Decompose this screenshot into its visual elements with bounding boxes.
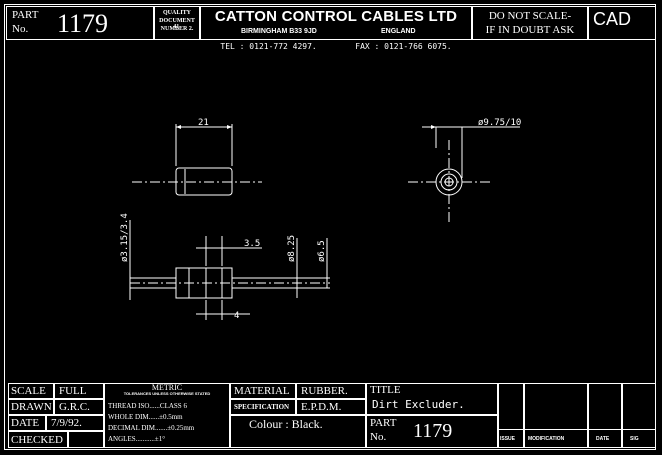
drawn-label-cell: DRAWN: [8, 399, 54, 415]
technical-drawing: 21 ø9.75/10 3.5 4 ø3.15/3.4 ø8.25 ø6.5: [120, 118, 521, 321]
drawn-label: DRAWN: [11, 401, 52, 413]
title-label: TITLE: [370, 384, 401, 396]
company-city: BIRMINGHAM B33 9JD: [241, 28, 317, 35]
specification-label: SPECIFICATION: [234, 403, 290, 411]
cad-box: CAD: [588, 6, 656, 40]
material-value: RUBBER.: [301, 385, 348, 397]
diameter-dim-label: ø9.75/10: [478, 118, 521, 128]
checked-label-cell: CHECKED: [8, 431, 68, 448]
drawing-frame: [4, 4, 656, 450]
revision-sig-col: SIG: [622, 383, 656, 448]
part-number: 1179: [57, 9, 109, 38]
metric-tolerance-box: METRIC TOLERANCES UNLESS OTHERWISE STATE…: [104, 383, 230, 448]
specification-value: E.P.D.M.: [301, 401, 342, 413]
cad-label: CAD: [593, 9, 632, 29]
revision-modification-col: MODIFICATION: [524, 383, 588, 448]
specification-value-cell: E.P.D.M.: [296, 399, 366, 415]
colour-cell: Colour : Black.: [230, 415, 366, 448]
revision-issue-col: ISSUE: [498, 383, 524, 448]
thread-line: THREAD ISO......CLASS 6: [108, 402, 187, 410]
date-value-cell: 7/9/92.: [46, 415, 104, 431]
specification-label-cell: SPECIFICATION: [230, 399, 296, 415]
whole-dim-line: WHOLE DIM......±0.5mm: [108, 413, 183, 421]
scale-label-cell: SCALE: [8, 383, 54, 399]
colour-value: Colour : Black.: [249, 417, 323, 431]
title-cell: TITLE Dirt Excluder.: [366, 383, 498, 415]
checked-label: CHECKED: [11, 434, 63, 446]
metric-sub: TOLERANCES UNLESS OTHERWISE STATED: [123, 391, 211, 396]
revision-header-rule: [498, 429, 656, 430]
company-name: CATTON CONTROL CABLES LTD: [214, 8, 458, 25]
scale-label: SCALE: [11, 385, 46, 397]
drawn-value: G.R.C.: [59, 401, 90, 413]
title-part-number: 1179: [413, 420, 453, 442]
length-dim-label: 21: [198, 118, 209, 128]
quality-line-3: NUMBER 2.: [160, 26, 194, 32]
depth-dim-label: 4: [234, 311, 239, 321]
date-label-cell: DATE: [8, 415, 46, 431]
material-label: MATERIAL: [234, 385, 290, 397]
step-dim-label: 3.5: [244, 239, 260, 249]
decimal-dim-line: DECIMAL DIM.......±0.25mm: [108, 424, 195, 432]
warning-box: DO NOT SCALE- IF IN DOUBT ASK: [472, 6, 588, 40]
title-value: Dirt Excluder.: [372, 398, 465, 411]
metric-label: METRIC: [151, 383, 183, 392]
modification-label: MODIFICATION: [528, 436, 565, 442]
date-label: DATE: [11, 417, 40, 429]
sig-label: SIG: [630, 436, 639, 442]
part-label: PART: [12, 9, 39, 21]
date-value: 7/9/92.: [51, 417, 82, 429]
drawn-value-cell: G.R.C.: [54, 399, 104, 415]
material-label-cell: MATERIAL: [230, 383, 296, 399]
no-label: No.: [12, 23, 29, 35]
part-cell: PART No. 1179: [366, 415, 498, 448]
d1-dim-label: ø8.25: [287, 235, 297, 262]
title-no-label: No.: [370, 431, 387, 443]
part-number-box: PART No. 1179: [6, 6, 154, 40]
quality-line-2: DOCUMENT 41.: [159, 18, 195, 30]
d2-dim-label: ø6.5: [317, 240, 327, 262]
company-country: ENGLAND: [381, 28, 416, 35]
company-box: CATTON CONTROL CABLES LTD BIRMINGHAM B33…: [200, 6, 472, 40]
bore-dim-label: ø3.15/3.4: [120, 213, 130, 262]
quality-line-1: QUALITY: [162, 10, 191, 16]
revision-date-label: DATE: [596, 436, 610, 442]
contact-line: TEL : 0121-772 4297. FAX : 0121-766 6075…: [220, 42, 452, 51]
issue-label: ISSUE: [500, 436, 516, 442]
quality-document-box: QUALITY DOCUMENT 41. NUMBER 2.: [154, 6, 200, 40]
scale-value-cell: FULL: [54, 383, 104, 399]
title-part-label: PART: [370, 417, 397, 429]
warning-line-1: DO NOT SCALE-: [488, 10, 572, 22]
angles-line: ANGLES...........±1°: [108, 435, 166, 443]
warning-line-2: IF IN DOUBT ASK: [485, 24, 575, 36]
checked-value-cell: [68, 431, 104, 448]
scale-value: FULL: [59, 385, 87, 397]
material-value-cell: RUBBER.: [296, 383, 366, 399]
revision-date-col: DATE: [588, 383, 622, 448]
